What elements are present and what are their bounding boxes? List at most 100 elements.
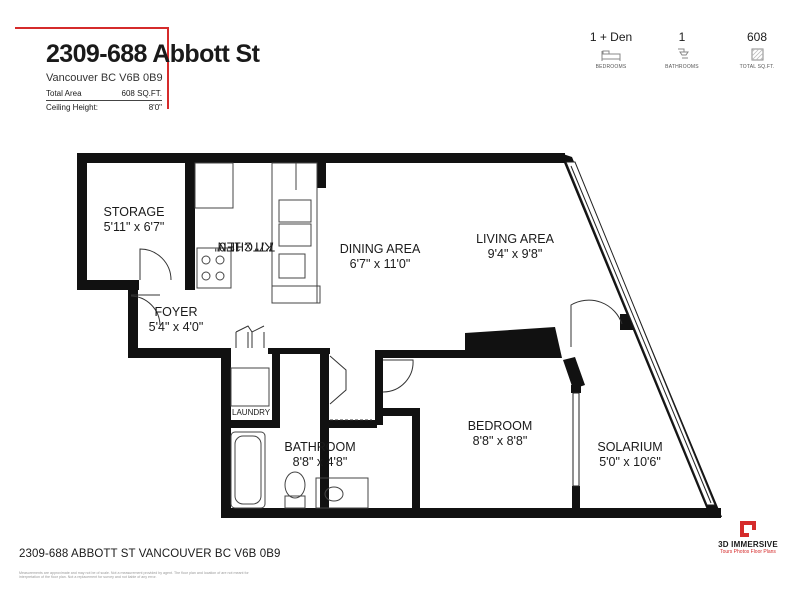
burner-4 (215, 271, 225, 281)
room-foyer-size: 5'4" x 4'0" (148, 320, 204, 334)
bedroom-door (382, 359, 414, 393)
toilet (284, 471, 306, 499)
stat-bedrooms-value: 1 + Den (589, 30, 633, 44)
room-dining-size: 6'7" x 11'0" (349, 257, 411, 271)
area-specs: Total Area 608 SQ.FT. Ceiling Height: 8'… (46, 88, 162, 113)
wall-west-storage (77, 153, 87, 290)
room-bathroom-name: BATHROOM (284, 440, 356, 454)
shower-icon (678, 48, 689, 59)
stat-bathrooms: 1 BATHROOMS (647, 30, 717, 70)
bathroom-door (329, 355, 347, 405)
header-accent-corner (15, 27, 169, 109)
wall-laundry-south (224, 420, 276, 428)
stat-bedrooms: 1 + Den BEDROOMS (576, 30, 646, 70)
fixtures (194, 162, 369, 509)
wall-bath-east (320, 354, 329, 514)
wall-kitchen-south (268, 348, 330, 354)
kitchen-sink-b (278, 223, 312, 247)
brand-logo: 3D IMMERSIVE Tours Photos Floor Plans (703, 521, 793, 555)
wall-bath-north (329, 420, 377, 428)
wall-foyer-south (128, 348, 231, 358)
room-bedroom-name: BEDROOM (467, 419, 533, 433)
bathtub (230, 431, 266, 509)
stat-bathrooms-caption: BATHROOMS (665, 64, 699, 70)
wall-solarium-angle (563, 357, 585, 389)
stat-bedrooms-caption: BEDROOMS (595, 64, 627, 70)
brand-name: 3D IMMERSIVE (718, 540, 778, 549)
burner-3 (201, 271, 211, 281)
room-dining: DINING AREA 6'7" x 11'0" (340, 242, 421, 272)
room-foyer: FOYER 5'4" x 4'0" (149, 305, 204, 335)
total-area-value: 608 SQ.FT. (121, 89, 162, 98)
stat-bathrooms-value: 1 (678, 30, 686, 44)
brand-tagline: Tours Photos Floor Plans (720, 549, 776, 555)
wall-bedroom-north (383, 350, 466, 358)
room-laundry-name: LAUNDRY (232, 408, 271, 417)
room-foyer-name: FOYER (154, 305, 198, 319)
wall-west-foyer (128, 286, 138, 358)
fridge (194, 162, 234, 209)
burner-2 (215, 255, 225, 265)
room-living-name: LIVING AREA (476, 232, 554, 246)
column-block (465, 327, 562, 358)
room-solarium: SOLARIUM 5'0" x 10'6" (597, 440, 662, 470)
solarium-glass-door (572, 392, 580, 487)
room-bedroom-size: 8'8" x 8'8" (472, 434, 528, 448)
listing-city: Vancouver BC V6B 0B9 (46, 72, 163, 84)
east-window-glass (570, 165, 712, 504)
footer-disclaimer: Measurements are approximate and may not… (19, 571, 249, 580)
wall-storage-east (185, 163, 195, 290)
room-dining-name: DINING AREA (339, 242, 421, 256)
stat-total-area-value: 608 (746, 30, 768, 44)
window-frames (565, 161, 716, 506)
wall-closet-north (375, 408, 418, 416)
wall-north (77, 153, 565, 163)
wall-south (221, 508, 721, 518)
total-area-label: Total Area (46, 89, 82, 98)
wall-west-bath (221, 348, 231, 518)
footer-address: 2309-688 ABBOTT ST VANCOUVER BC V6B 0B9 (19, 548, 281, 560)
area-icon (751, 48, 764, 61)
room-solarium-size: 5'0" x 10'6" (599, 455, 661, 469)
brand-mark-icon (740, 521, 756, 537)
room-living: LIVING AREA 9'4" x 9'8" (476, 232, 554, 262)
room-bathroom: BATHROOM 8'8" x 4'8" (284, 440, 355, 470)
stove (196, 247, 232, 289)
toilet-tank (284, 495, 306, 509)
wall-closet-east (412, 408, 420, 514)
ceiling-height-value: 8'0" (148, 103, 162, 112)
room-kitchen-size: 7'7" x 11'0" (214, 239, 276, 254)
dishwasher (278, 253, 306, 279)
interior-walls (185, 163, 633, 514)
storage-door (139, 248, 172, 281)
washer-dryer (230, 367, 270, 407)
doors (130, 248, 623, 421)
wall-solarium-post-top (571, 385, 581, 393)
vanity-basin (324, 486, 344, 502)
listing-title: 2309-688 Abbott St (46, 40, 260, 68)
wall-kitchen-stub (317, 163, 326, 188)
wall-bedroom-west-upper (375, 350, 383, 425)
wall-solarium-post-bottom (572, 486, 580, 510)
ceiling-height-label: Ceiling Height: (46, 103, 99, 112)
kitchen-sink-a (278, 199, 312, 223)
wall-laundry-east (272, 348, 280, 428)
room-storage-name: STORAGE (103, 205, 165, 219)
room-bedroom: BEDROOM 8'8" x 8'8" (468, 419, 533, 449)
vanity (315, 477, 369, 509)
closet-bifold-swing (235, 325, 265, 333)
room-living-size: 9'4" x 9'8" (487, 247, 543, 261)
bed-icon (601, 50, 621, 61)
foyer-door (130, 294, 161, 326)
stat-total-area-caption: TOTAL SQ.FT. (739, 64, 775, 70)
wall-storage-south (77, 280, 139, 290)
room-solarium-name: SOLARIUM (597, 440, 663, 454)
bathtub-basin (234, 435, 262, 505)
balcony-door (570, 299, 623, 347)
room-storage-size: 5'11" x 6'7" (103, 220, 165, 234)
closet-bifold-doors (235, 332, 265, 348)
stat-total-area: 608 TOTAL SQ.FT. (722, 30, 792, 70)
room-storage: STORAGE 5'11" x 6'7" (104, 205, 165, 235)
peninsula (271, 285, 321, 304)
